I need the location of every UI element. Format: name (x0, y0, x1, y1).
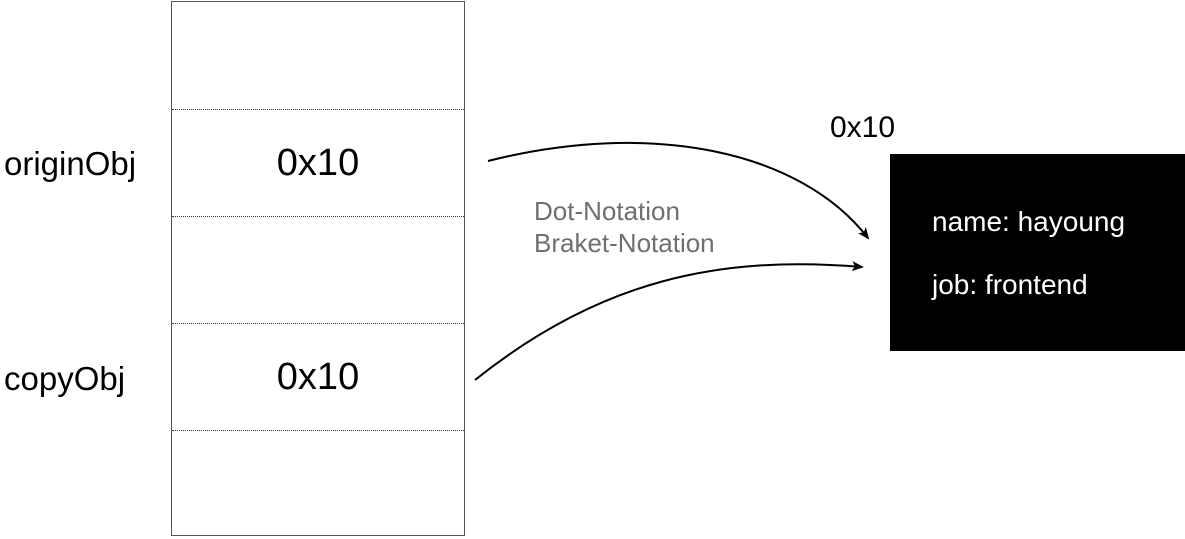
stack-cell-empty (172, 216, 464, 323)
stack-memory-table: 0x10 0x10 (171, 1, 465, 536)
stack-cell-copyobj-value: 0x10 (172, 323, 464, 430)
reference-arrow-originobj (487, 141, 870, 240)
stack-cell-empty (172, 430, 464, 536)
stack-cell-originobj-value: 0x10 (172, 109, 464, 216)
variable-label-copyobj: copyObj (4, 360, 126, 397)
access-notation-label: Dot-Notation Braket-Notation (534, 195, 715, 259)
heap-property-job: job: frontend (932, 269, 1088, 300)
variable-label-originobj: originObj (4, 145, 137, 182)
reference-arrow-copyobj (474, 261, 864, 381)
heap-object-box: name: hayoung job: frontend (890, 154, 1185, 351)
heap-address-label: 0x10 (830, 111, 896, 144)
bracket-notation-text: Braket-Notation (534, 228, 715, 258)
heap-property-name: name: hayoung (932, 206, 1126, 237)
dot-notation-text: Dot-Notation (534, 196, 680, 226)
